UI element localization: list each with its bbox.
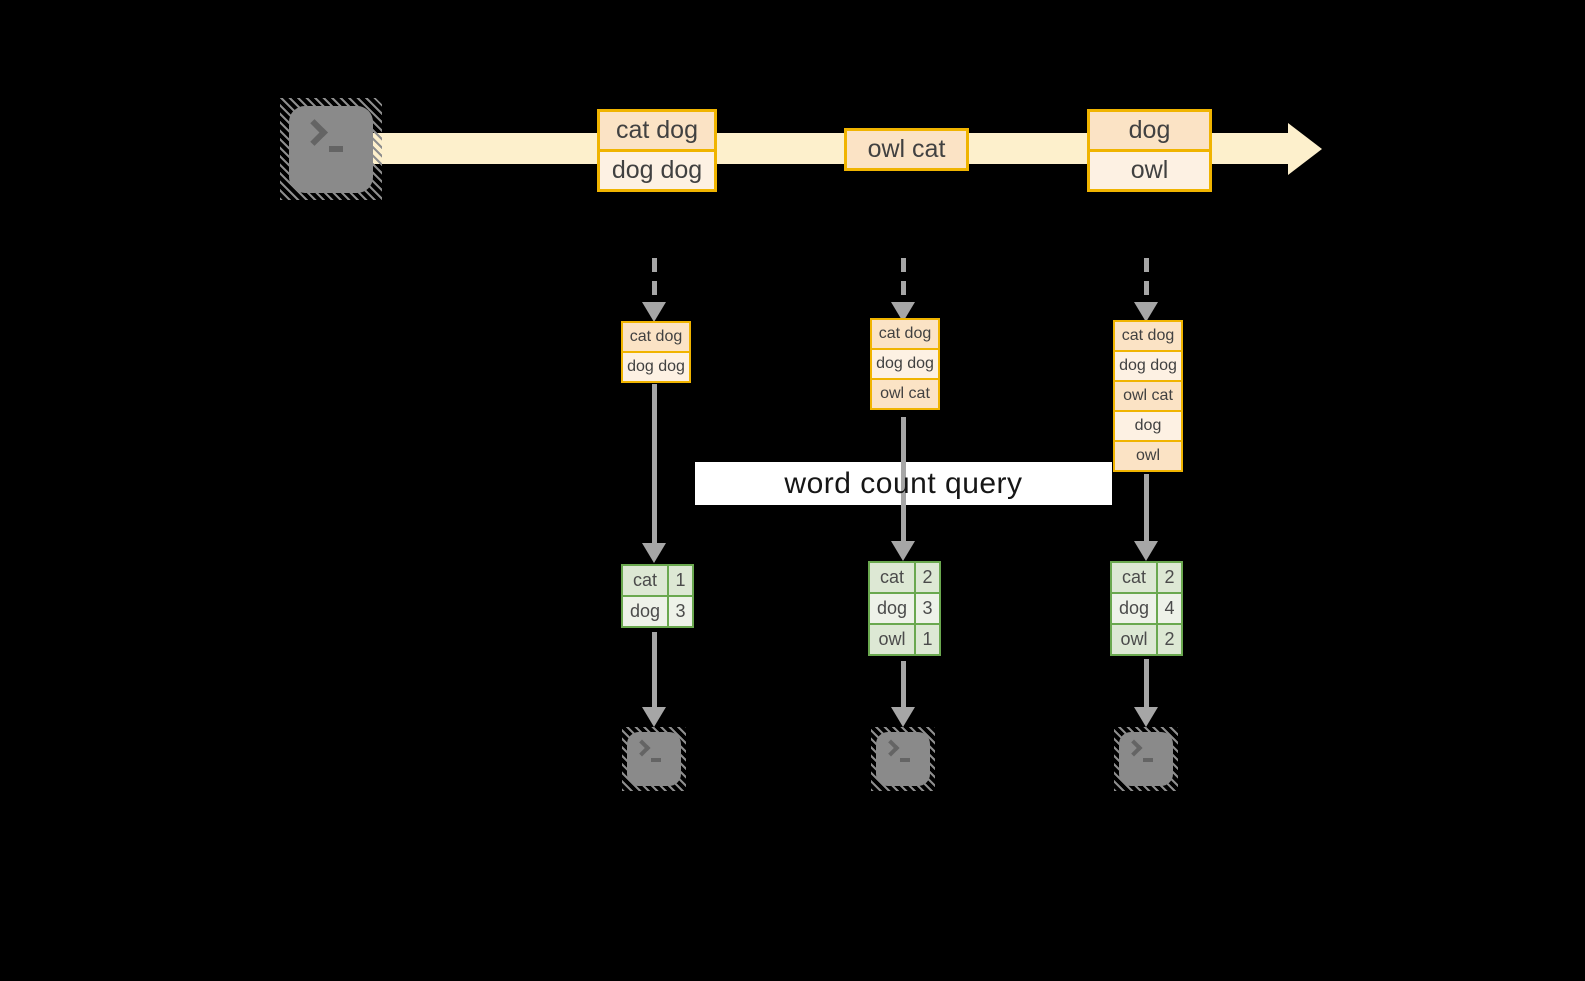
- sink-terminal-icon: [871, 727, 935, 791]
- word-count-table: cat 2 dog 4 owl 2: [1110, 561, 1183, 656]
- query-arrow-icon: [641, 384, 667, 563]
- source-terminal-icon: [280, 98, 382, 200]
- stream-batch: cat dog dog dog: [597, 109, 717, 192]
- stream-record: dog dog: [600, 149, 714, 189]
- sink-terminal-icon: [1114, 727, 1178, 791]
- word-cell: owl: [870, 625, 914, 654]
- stream-record: owl cat: [847, 131, 966, 168]
- buffer-record: owl: [1115, 440, 1181, 470]
- sink-terminal-icon: [622, 727, 686, 791]
- prompt-chevron-icon: [301, 119, 328, 146]
- terminal-screen: [876, 732, 930, 786]
- buffer-record: owl cat: [872, 378, 938, 408]
- buffer-record: cat dog: [872, 320, 938, 348]
- ingest-arrow-icon: [1133, 258, 1159, 322]
- query-arrow-icon: [890, 417, 916, 561]
- prompt-underscore-icon: [1143, 758, 1153, 762]
- buffer-record: dog dog: [1115, 350, 1181, 380]
- stream-batch: dog owl: [1087, 109, 1212, 192]
- buffer-record: dog dog: [872, 348, 938, 378]
- buffer-record: cat dog: [1115, 322, 1181, 350]
- buffer-record: cat dog: [623, 323, 689, 351]
- ingest-arrow-icon: [641, 258, 667, 322]
- count-cell: 3: [669, 597, 692, 626]
- word-cell: dog: [623, 597, 667, 626]
- buffer-record: owl cat: [1115, 380, 1181, 410]
- prompt-underscore-icon: [900, 758, 910, 762]
- terminal-screen: [627, 732, 681, 786]
- output-arrow-icon: [1133, 659, 1159, 727]
- word-cell: cat: [1112, 563, 1156, 592]
- word-count-table: cat 2 dog 3 owl 1: [868, 561, 941, 656]
- prompt-chevron-icon: [633, 739, 651, 757]
- prompt-underscore-icon: [329, 146, 343, 152]
- word-cell: cat: [623, 566, 667, 595]
- record-buffer: cat dog dog dog owl cat dog owl: [1113, 320, 1183, 472]
- word-cell: owl: [1112, 625, 1156, 654]
- buffer-record: dog: [1115, 410, 1181, 440]
- count-cell: 1: [669, 566, 692, 595]
- terminal-screen: [1119, 732, 1173, 786]
- count-cell: 2: [916, 563, 939, 592]
- stream-record: dog: [1090, 112, 1209, 149]
- word-cell: cat: [870, 563, 914, 592]
- count-cell: 2: [1158, 625, 1181, 654]
- word-count-table: cat 1 dog 3: [621, 564, 694, 628]
- stream-batch: owl cat: [844, 128, 969, 171]
- ingest-arrow-icon: [890, 258, 916, 322]
- word-cell: dog: [870, 594, 914, 623]
- word-cell: dog: [1112, 594, 1156, 623]
- buffer-record: dog dog: [623, 351, 689, 381]
- stream-record: cat dog: [600, 112, 714, 149]
- prompt-chevron-icon: [882, 739, 900, 757]
- stream-arrowhead-icon: [1288, 123, 1322, 175]
- stream-record: owl: [1090, 149, 1209, 189]
- output-arrow-icon: [890, 661, 916, 727]
- count-cell: 4: [1158, 594, 1181, 623]
- record-buffer: cat dog dog dog owl cat: [870, 318, 940, 410]
- count-cell: 1: [916, 625, 939, 654]
- count-cell: 3: [916, 594, 939, 623]
- terminal-screen: [289, 106, 373, 193]
- output-arrow-icon: [641, 632, 667, 727]
- record-buffer: cat dog dog dog: [621, 321, 691, 383]
- prompt-underscore-icon: [651, 758, 661, 762]
- query-label: word count query: [784, 466, 1023, 500]
- query-arrow-icon: [1133, 474, 1159, 561]
- count-cell: 2: [1158, 563, 1181, 592]
- prompt-chevron-icon: [1125, 739, 1143, 757]
